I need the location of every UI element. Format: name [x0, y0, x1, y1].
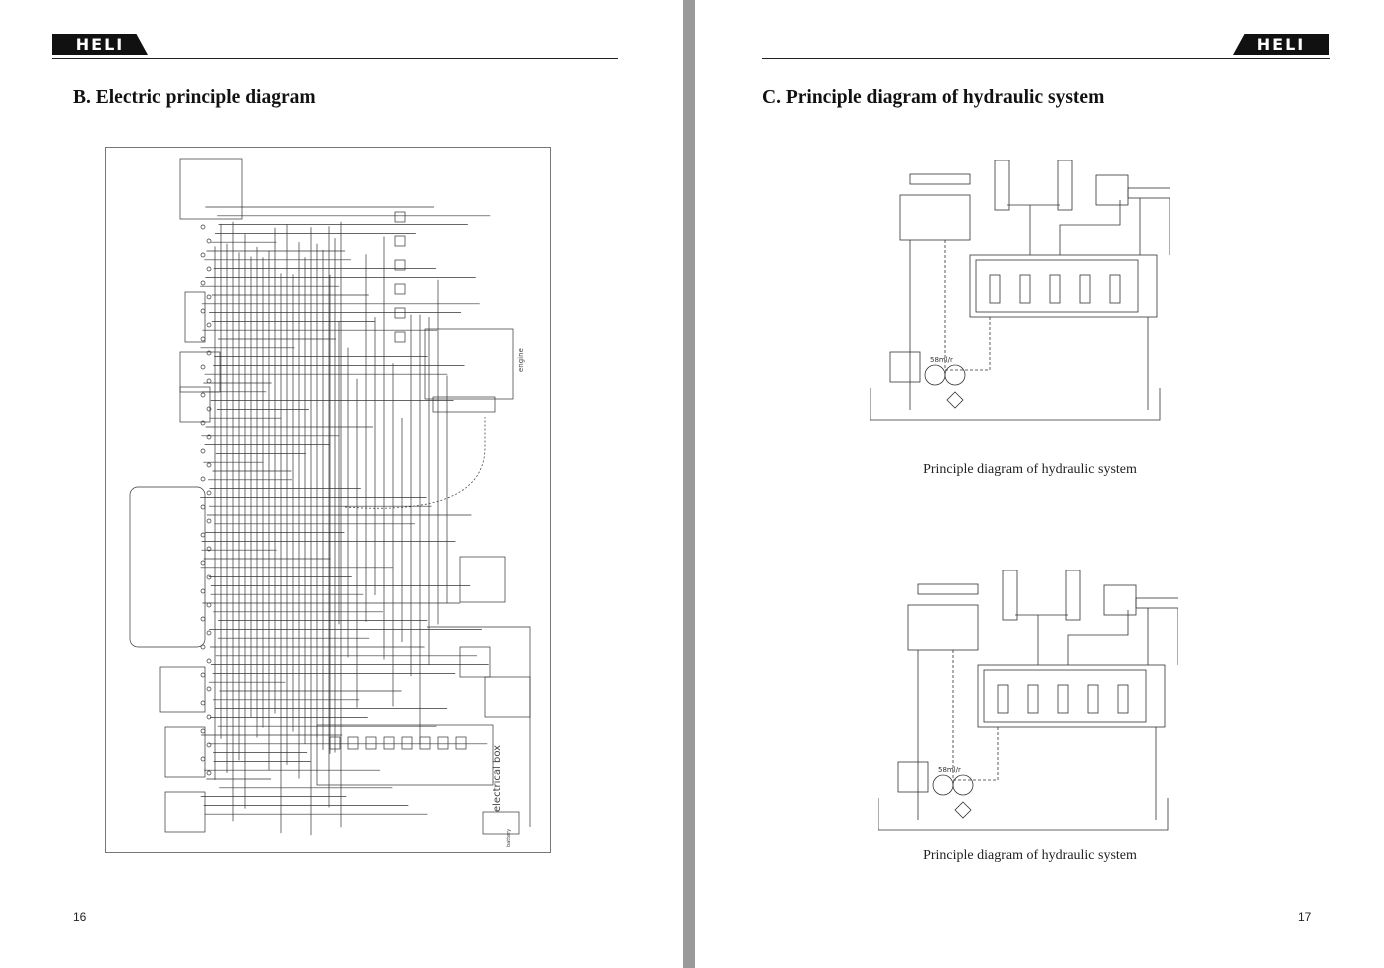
- heli-logo: HELI: [52, 34, 148, 55]
- heli-logo: HELI: [1233, 34, 1329, 55]
- electric-principle-diagram: electrical box engine battery: [105, 147, 551, 853]
- page-gutter: [683, 0, 695, 968]
- hydraulic-diagram-1: 58ml/r: [870, 160, 1170, 421]
- pump-displacement-label: 58ml/r: [930, 356, 953, 364]
- page-title: C. Principle diagram of hydraulic system: [762, 87, 1105, 108]
- page-title: B. Electric principle diagram: [73, 87, 316, 108]
- page-number: 16: [73, 910, 87, 924]
- hydraulic-diagram-2: 58ml/r: [878, 570, 1178, 831]
- diagram-caption: Principle diagram of hydraulic system: [923, 848, 1137, 863]
- engine-label: engine: [517, 348, 525, 372]
- diagram-caption: Principle diagram of hydraulic system: [923, 462, 1137, 477]
- header-rule: [762, 58, 1330, 59]
- electrical-box-label: electrical box: [492, 745, 503, 812]
- pump-displacement-label: 58ml/r: [938, 766, 961, 774]
- page-number: 17: [1298, 910, 1312, 924]
- battery-label: battery: [506, 829, 512, 847]
- header-rule: [52, 58, 618, 59]
- right-page: HELI C. Principle diagram of hydraulic s…: [695, 0, 1384, 968]
- left-page: HELI B. Electric principle diagram elect…: [0, 0, 683, 968]
